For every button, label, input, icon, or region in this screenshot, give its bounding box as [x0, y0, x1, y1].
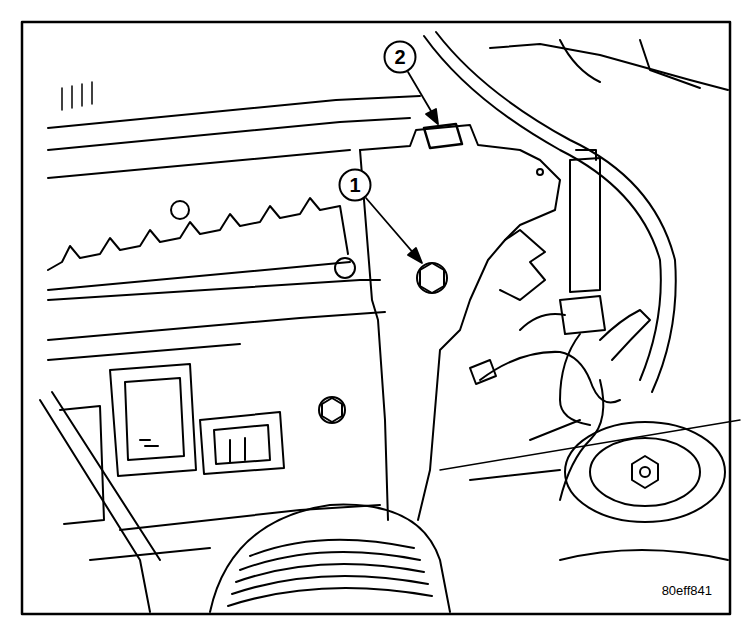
hatch-marks: [62, 82, 92, 110]
bolt: [319, 397, 345, 423]
callout-number: 2: [394, 47, 405, 67]
air-duct: [210, 505, 450, 612]
leader-lines: [366, 72, 438, 263]
mounting-bracket: [319, 124, 560, 520]
strut-mount: [560, 422, 728, 560]
bracket-slot: [424, 124, 462, 148]
callout-circle: 2: [383, 40, 417, 74]
callout-number: 1: [349, 175, 360, 195]
control-module: [40, 198, 385, 612]
bolt: [417, 263, 447, 293]
frame: [22, 22, 730, 614]
cowl-panel: [48, 40, 728, 178]
callout-circle: 1: [338, 168, 372, 202]
figure-code: 80eff841: [660, 583, 714, 598]
hoses-and-harness: [424, 32, 740, 500]
